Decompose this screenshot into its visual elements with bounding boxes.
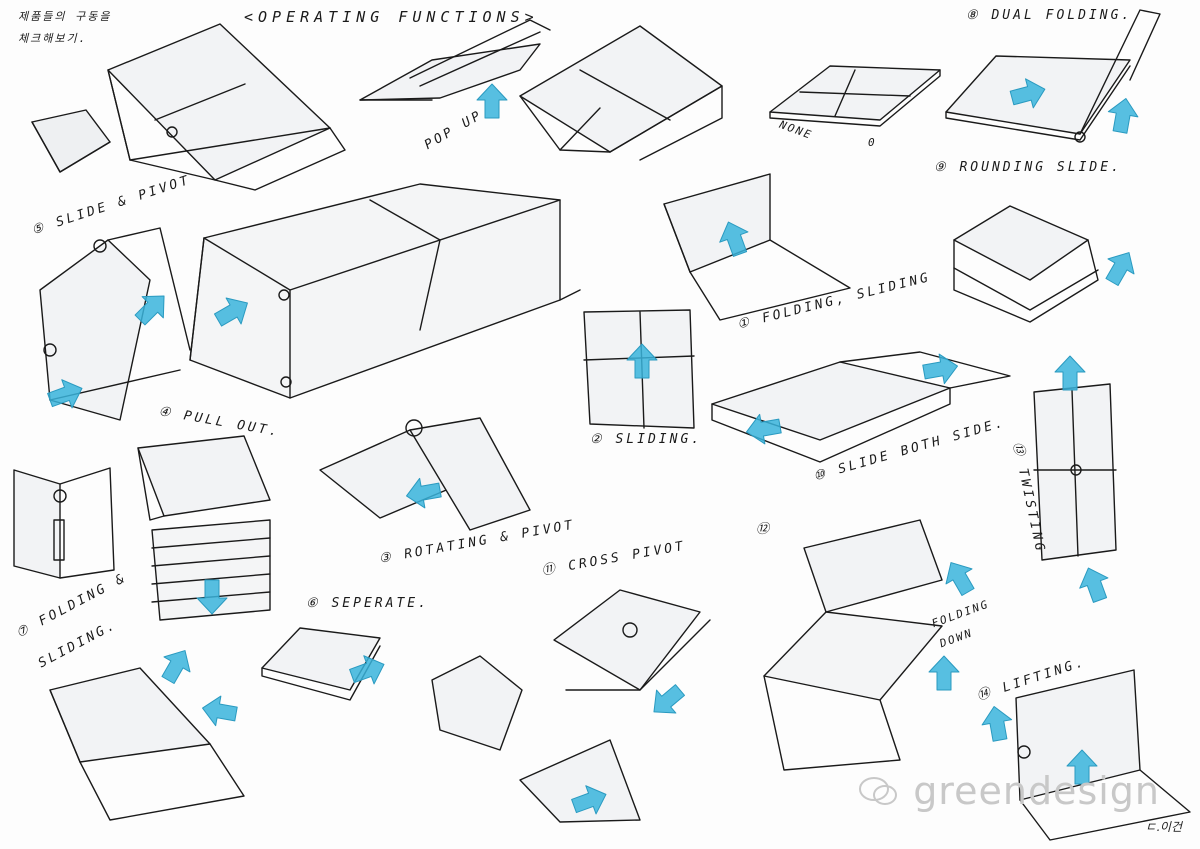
wechat-icon [859,777,897,805]
sketch-flat-plate [769,65,941,127]
sketch-popup [359,19,551,101]
sketch-rounding-slide [953,205,1099,323]
label-seperate: ⑥ SEPERATE. [306,596,429,611]
label-rounding-slide: ⑨ ROUNDING SLIDE. [934,160,1122,175]
korean-note-line2: 체크해보기. [18,32,88,45]
sketch-small-wedge [31,109,111,173]
sketch-folding-book-left [49,667,245,821]
sketch-twisting [1033,383,1117,561]
sketch-open-lid-box [519,25,723,161]
sketch-cross-pivot [553,589,711,691]
sketch-rotating-pivot [319,417,531,531]
label-num-12: ⑫ [756,522,773,537]
sketch-slide-both [711,351,1011,463]
sketch-pull-out [137,435,271,621]
signature: ㄷ.이건 [1145,820,1182,834]
label-dual-folding: ⑧ DUAL FOLDING. [966,8,1133,23]
sketch-lifting [1015,669,1191,841]
sketch-folding-down [763,519,943,771]
label-sliding: ② SLIDING. [590,432,703,447]
sketch-fold-pivot-bottom [519,739,641,823]
sketch-seperate [261,627,523,751]
sheet-title: <OPERATING FUNCTIONS> [244,8,539,26]
sketch-hinge [13,467,115,579]
korean-note-line1: 제품들의 구동을 [18,10,112,23]
sketch-tent-box [107,23,346,191]
sketch-central-box [189,183,581,399]
label-none-num: 0 [868,136,877,149]
watermark: greendesign [913,769,1160,813]
